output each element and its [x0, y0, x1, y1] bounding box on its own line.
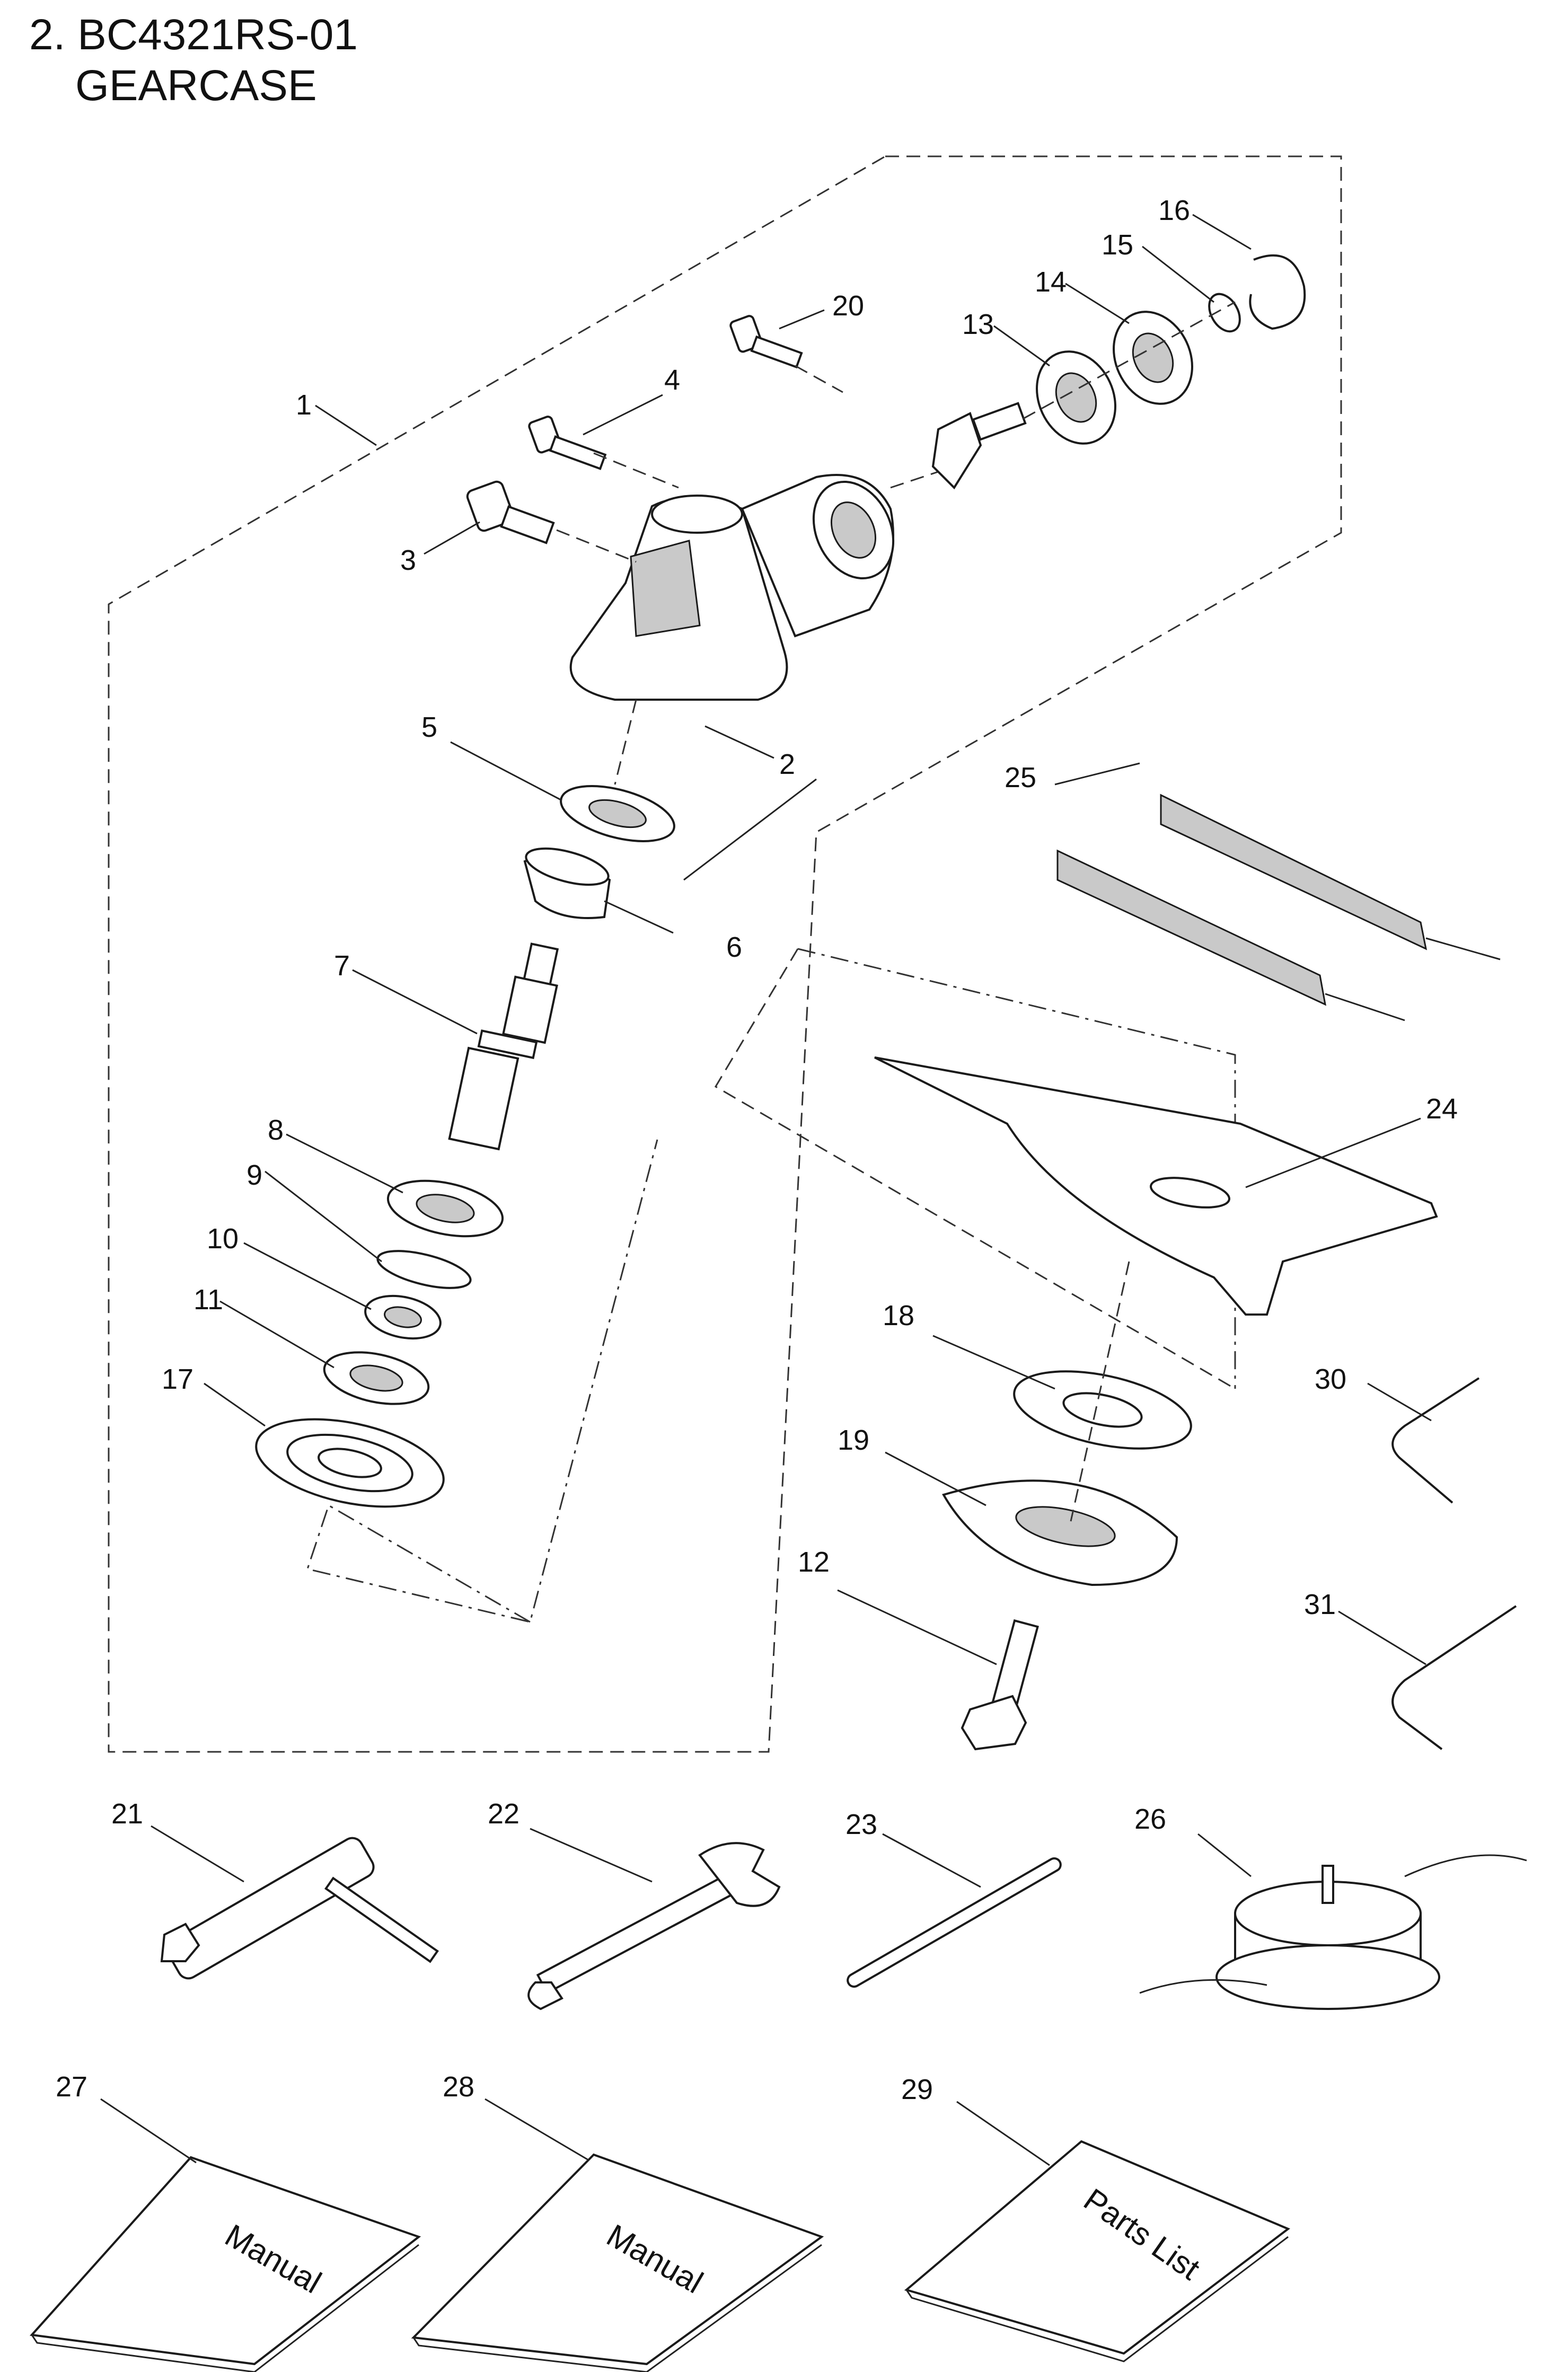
blade-part-24: [874, 1056, 1438, 1316]
hex-key-part-31: [1391, 1605, 1517, 1750]
bevel-gear-part-6: [523, 847, 611, 919]
collar-part-10: [364, 1294, 442, 1340]
part-number-25: 25: [1005, 762, 1036, 793]
part-number-2: 2: [779, 748, 795, 780]
snap-ring-part-9: [376, 1250, 472, 1289]
part-number-10: 10: [207, 1223, 239, 1255]
part-number-30: 30: [1315, 1363, 1346, 1395]
parts-list-book-part-29: [904, 2140, 1290, 2362]
guard-plate-part-17: [255, 1418, 445, 1508]
part-number-28: 28: [443, 2071, 474, 2103]
part-number-13: 13: [962, 308, 994, 340]
part-number-15: 15: [1102, 229, 1133, 261]
blade-group-outline-left: [714, 948, 1236, 1390]
part-number-17: 17: [162, 1363, 193, 1395]
part-number-31: 31: [1304, 1589, 1336, 1620]
bolt-part-3: [466, 480, 555, 544]
gearcase-housing-part-2: [569, 474, 895, 701]
part-number-16: 16: [1158, 195, 1190, 226]
trimmer-head-part-26: [1139, 1854, 1527, 2010]
shaft-group-outline: [306, 1139, 658, 1623]
bearing-part-5: [560, 785, 675, 842]
bearing-part-8: [386, 1179, 504, 1238]
part-number-26: 26: [1134, 1803, 1166, 1835]
part-number-3: 3: [400, 544, 416, 576]
part-number-29: 29: [901, 2074, 933, 2105]
washer-part-11: [323, 1351, 430, 1405]
spanner-part-22: [527, 1842, 781, 2011]
manual-book-part-27: [29, 2156, 421, 2372]
part-number-21: 21: [111, 1798, 143, 1830]
part-number-5: 5: [421, 711, 437, 743]
part-number-14: 14: [1035, 266, 1067, 298]
part-number-7: 7: [334, 950, 350, 982]
model-code: 2. BC4321RS-01: [29, 11, 358, 59]
part-number-9: 9: [246, 1159, 262, 1191]
bolt-part-12: [961, 1619, 1039, 1751]
part-number-19: 19: [838, 1424, 869, 1456]
box-wrench-part-21: [160, 1837, 439, 1980]
circlip-part-15: [1208, 293, 1241, 333]
part-number-6: 6: [726, 931, 742, 963]
part-number-4: 4: [664, 364, 680, 396]
rod-part-23: [847, 1857, 1062, 1988]
part-number-27: 27: [56, 2071, 87, 2103]
bolt-part-20: [729, 315, 843, 393]
part-number-1: 1: [296, 389, 312, 421]
hex-key-part-30: [1391, 1377, 1480, 1504]
page-title: 2. BC4321RS-01 GEARCASE: [29, 10, 358, 111]
bevel-gear-part-6-top: [931, 402, 1027, 490]
gearcase-group-outline: [108, 155, 1342, 1753]
outer-cup-part-19: [942, 1479, 1178, 1586]
part-number-11: 11: [193, 1284, 223, 1316]
part-number-22: 22: [488, 1798, 519, 1830]
cutter-strip-part-25-lower: [1056, 849, 1405, 1021]
part-number-18: 18: [883, 1300, 914, 1332]
inner-washer-part-18: [1013, 1370, 1192, 1450]
part-number-8: 8: [268, 1114, 284, 1146]
cutter-strip-part-25-upper: [1160, 793, 1501, 960]
part-number-12: 12: [798, 1546, 830, 1578]
retaining-ring-part-16: [1249, 254, 1306, 330]
bearing-part-14: [1113, 311, 1193, 405]
spindle-shaft-part-7: [448, 942, 559, 1151]
part-number-labels: 1 2 3 4 5 6 7 8 9 10 11 12 13 14 15 16 1…: [56, 195, 1458, 2105]
part-number-20: 20: [832, 290, 864, 322]
part-number-23: 23: [845, 1809, 877, 1840]
assembly-name: GEARCASE: [75, 61, 317, 110]
bolt-part-4: [528, 416, 607, 470]
leader-lines: [100, 214, 1432, 2166]
part-number-24: 24: [1426, 1093, 1458, 1125]
bearing-part-13: [1036, 350, 1116, 445]
manual-book-part-28: [411, 2153, 824, 2372]
